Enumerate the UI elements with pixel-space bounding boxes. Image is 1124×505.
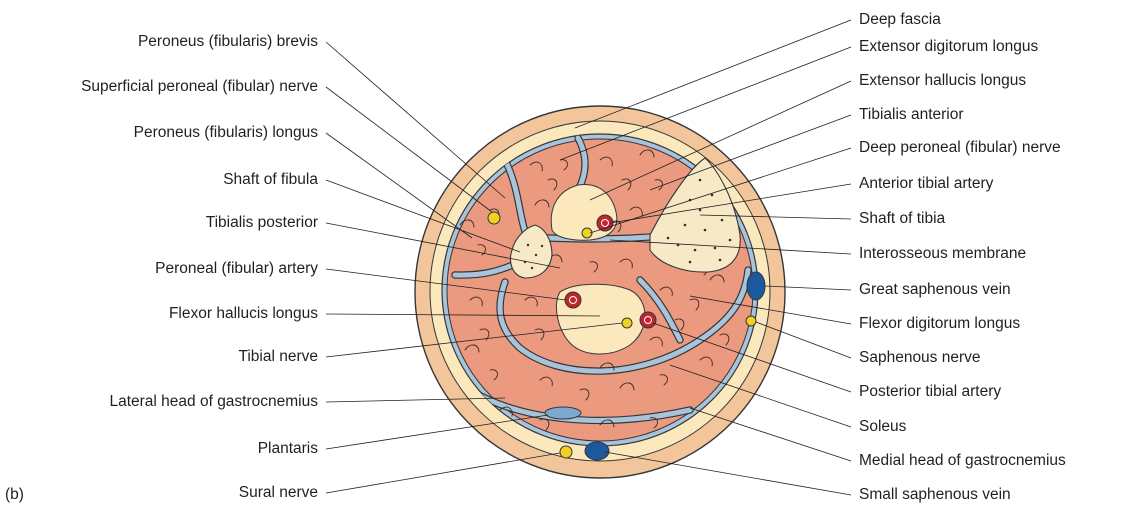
label-peroneus-longus: Peroneus (fibularis) longus bbox=[134, 124, 319, 141]
left-labels: Peroneus (fibularis) brevis Superficial … bbox=[5, 33, 318, 503]
label-tibialis-posterior: Tibialis posterior bbox=[206, 214, 318, 231]
plantaris-tendon bbox=[545, 407, 581, 419]
label-peroneal-artery: Peroneal (fibular) artery bbox=[155, 260, 318, 277]
tibial-nerve-dot bbox=[622, 318, 632, 328]
panel-label: (b) bbox=[5, 486, 24, 503]
right-labels: Deep fascia Extensor digitorum longus Ex… bbox=[859, 11, 1066, 503]
label-flexor-hallucis-longus: Flexor hallucis longus bbox=[169, 305, 318, 322]
sural-nerve-dot bbox=[560, 446, 572, 458]
label-deep-fascia: Deep fascia bbox=[859, 11, 941, 28]
label-saphenous-nerve: Saphenous nerve bbox=[859, 349, 981, 366]
peroneal-artery-dot bbox=[565, 292, 581, 308]
label-tibialis-anterior: Tibialis anterior bbox=[859, 106, 964, 123]
label-shaft-of-tibia: Shaft of tibia bbox=[859, 210, 946, 227]
label-flexor-digitorum-longus: Flexor digitorum longus bbox=[859, 315, 1020, 332]
saphenous-nerve-dot bbox=[746, 316, 756, 326]
label-tibial-nerve: Tibial nerve bbox=[238, 348, 318, 365]
label-great-saphenous-vein: Great saphenous vein bbox=[859, 281, 1011, 298]
label-sural-nerve: Sural nerve bbox=[239, 484, 318, 501]
posterior-tibial-artery-dot bbox=[640, 312, 656, 328]
label-deep-peroneal-nerve: Deep peroneal (fibular) nerve bbox=[859, 139, 1061, 156]
label-plantaris: Plantaris bbox=[258, 440, 319, 457]
label-soleus: Soleus bbox=[859, 418, 907, 435]
label-superficial-peroneal-nerve: Superficial peroneal (fibular) nerve bbox=[81, 78, 318, 95]
label-lateral-head-gastrocnemius: Lateral head of gastrocnemius bbox=[109, 393, 318, 410]
label-posterior-tibial-artery: Posterior tibial artery bbox=[859, 383, 1001, 400]
label-medial-head-gastrocnemius: Medial head of gastrocnemius bbox=[859, 452, 1066, 469]
label-extensor-digitorum-longus: Extensor digitorum longus bbox=[859, 38, 1038, 55]
label-shaft-of-fibula: Shaft of fibula bbox=[223, 171, 318, 188]
label-peroneus-brevis: Peroneus (fibularis) brevis bbox=[138, 33, 318, 50]
leg-cross-section-drawing bbox=[415, 106, 785, 478]
label-anterior-tibial-artery: Anterior tibial artery bbox=[859, 175, 994, 192]
label-extensor-hallucis-longus: Extensor hallucis longus bbox=[859, 72, 1026, 89]
superficial-peroneal-nerve-dot bbox=[488, 212, 500, 224]
label-small-saphenous-vein: Small saphenous vein bbox=[859, 486, 1011, 503]
small-saphenous-vein-dot bbox=[585, 442, 609, 460]
great-saphenous-vein-dot bbox=[747, 272, 765, 300]
label-interosseous-membrane: Interosseous membrane bbox=[859, 245, 1026, 262]
